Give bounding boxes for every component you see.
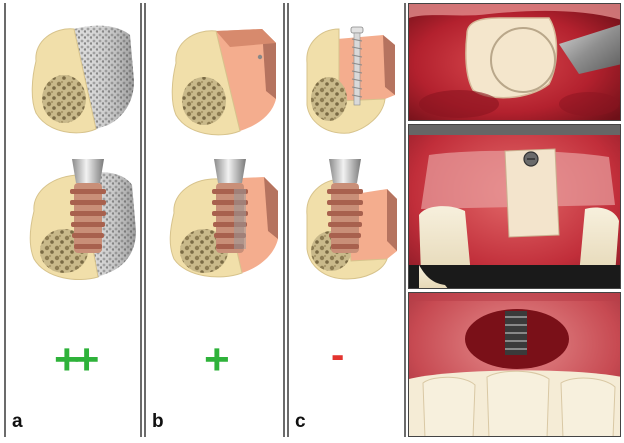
- clinical-photo-implant-placed-icon: [409, 293, 621, 437]
- bone-cross-section-block-graft-icon: [166, 21, 282, 139]
- panel-b: + b: [144, 3, 285, 437]
- panel-label-b: b: [152, 411, 164, 433]
- implant-in-particulate-graft-icon: [24, 155, 140, 283]
- panel-a: ++ a: [4, 3, 142, 437]
- bone-block-graft-with-screw-icon: [299, 17, 405, 139]
- bone-cross-section-particulate-graft-icon: [26, 21, 138, 139]
- implant-with-block-graft-icon: [164, 155, 284, 283]
- implant-adjacent-block-graft-icon: [299, 155, 405, 283]
- clinical-photo-implant-placed: [408, 292, 621, 437]
- clinical-photo-bone-block-harvest-icon: [409, 4, 621, 121]
- rating-double-plus: ++: [54, 338, 93, 382]
- rating-plus: +: [204, 338, 230, 382]
- clinical-photo-block-fixed-with-screw-icon: [409, 125, 621, 289]
- panel-c: - c: [287, 3, 406, 437]
- panel-label-c: c: [295, 411, 306, 433]
- clinical-photo-bone-block-harvest: [408, 3, 621, 121]
- panel-label-a: a: [12, 411, 23, 433]
- rating-minus: -: [331, 335, 344, 375]
- clinical-photo-block-fixed-with-screw: [408, 124, 621, 289]
- clinical-photos: [408, 3, 621, 437]
